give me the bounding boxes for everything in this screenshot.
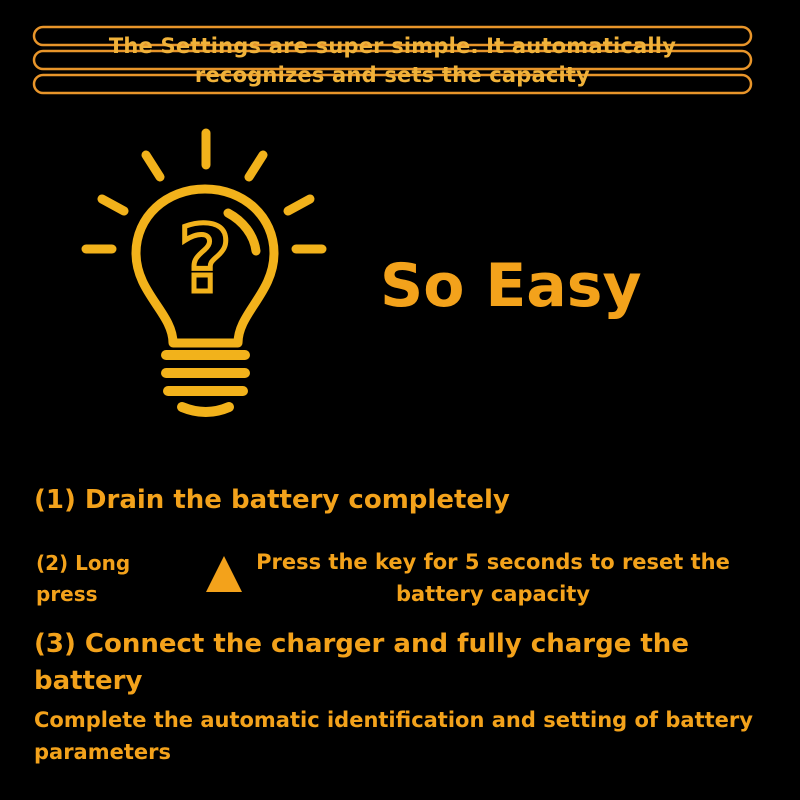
banner-line-2: recognizes and sets the capacity [194, 63, 591, 87]
step-3-description: Complete the automatic identification an… [34, 708, 753, 764]
question-mark-glyph: ? [178, 206, 231, 313]
step-3-text: (3) Connect the charger and fully charge… [34, 629, 689, 696]
banner-line-1: The Settings are super simple. It automa… [108, 34, 677, 58]
step-2-description: Press the key for 5 seconds to reset the… [256, 550, 730, 606]
lightbulb-question-icon: ? [78, 125, 328, 425]
triangle-icon [206, 556, 242, 592]
step-2-label: (2) Long press [36, 551, 131, 606]
banner-text: The Settings are super simple. It automa… [30, 32, 755, 90]
hero-title: So Easy [380, 251, 642, 321]
step-1-text: (1) Drain the battery completely [34, 485, 510, 515]
header-banner: The Settings are super simple. It automa… [30, 24, 755, 102]
banner-frame [32, 25, 753, 95]
